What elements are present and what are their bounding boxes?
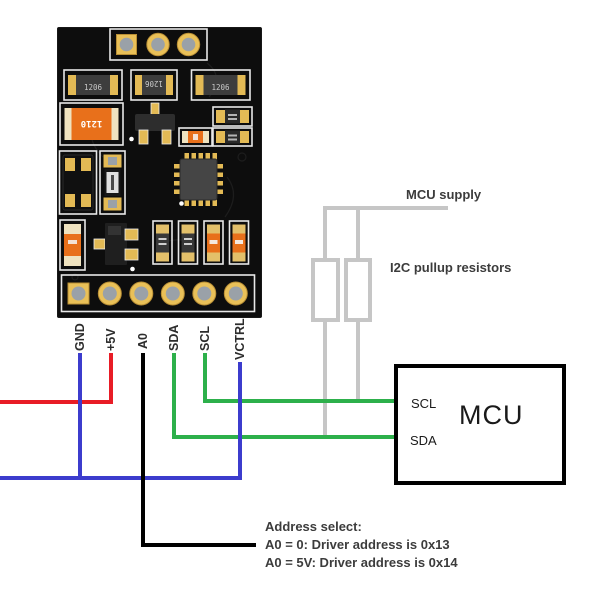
pullup-resistor-scl bbox=[344, 258, 372, 322]
mcu-title: MCU bbox=[459, 400, 524, 430]
bottom-left-resistor bbox=[59, 219, 86, 271]
driver-ic-qfn bbox=[174, 153, 223, 206]
capacitor-1206-middle: 1206 bbox=[130, 69, 178, 101]
address-select-line2: A0 = 5V: Driver address is 0x14 bbox=[265, 555, 458, 570]
wire-a0-vertical bbox=[141, 353, 145, 547]
bottom-header-pad-4 bbox=[160, 281, 185, 306]
pullup-resistor-sda bbox=[311, 258, 340, 322]
mcu-pin-scl: SCL bbox=[411, 396, 437, 411]
small-fuse-orange bbox=[178, 127, 213, 147]
capacitor-1206-right: 1206 bbox=[190, 69, 251, 101]
bottom-header-pad-6 bbox=[223, 281, 248, 306]
wire-vctrl-vertical bbox=[238, 362, 242, 480]
address-select-line1: A0 = 0: Driver address is 0x13 bbox=[265, 537, 450, 552]
bottom-resistor-1 bbox=[152, 220, 173, 265]
pin-label-gnd: GND bbox=[73, 323, 87, 351]
bottom-header-pad-1 bbox=[67, 282, 90, 305]
smd-code: 1206 bbox=[144, 79, 163, 88]
wire-gnd-horizontal bbox=[0, 476, 242, 480]
pin-label-a0: A0 bbox=[136, 333, 150, 349]
address-select-title: Address select: bbox=[265, 519, 362, 534]
wire-5v-horizontal bbox=[0, 400, 113, 404]
pullup-sda-wire bbox=[323, 206, 327, 439]
small-resistor-bottom bbox=[212, 127, 253, 147]
pcb-module: 1206 1206 1206 1210 bbox=[57, 27, 262, 318]
pin1-dot bbox=[130, 266, 135, 272]
pin1-dot bbox=[179, 201, 184, 206]
bottom-header-pad-5 bbox=[192, 281, 217, 306]
bottom-header bbox=[60, 274, 256, 313]
pin-label-5v: +5V bbox=[104, 328, 118, 351]
mcu-supply-note: MCU supply bbox=[406, 187, 482, 202]
top-header bbox=[109, 28, 208, 61]
capacitor-1210: 1210 bbox=[59, 102, 124, 146]
pin-label-vctrl: VCTRL bbox=[233, 318, 247, 360]
bottom-header-pad-3 bbox=[129, 281, 154, 306]
wire-5v-vertical bbox=[109, 353, 113, 404]
wire-a0-horizontal bbox=[141, 543, 256, 547]
top-header-pad-1 bbox=[116, 34, 137, 55]
smd-code: 1206 bbox=[84, 83, 103, 92]
address-select-note: Address select: A0 = 0: Driver address i… bbox=[265, 518, 458, 572]
wire-sda-vertical bbox=[172, 353, 176, 439]
wire-scl-vertical bbox=[203, 353, 207, 403]
pin-label-scl: SCL bbox=[198, 326, 212, 351]
sot89-regulator bbox=[93, 223, 139, 272]
bottom-resistor-4 bbox=[228, 220, 250, 265]
capacitor-1206-left: 1206 bbox=[63, 69, 123, 101]
crystal bbox=[58, 150, 98, 215]
bottom-resistor-3 bbox=[203, 220, 224, 265]
sot23-transistor bbox=[129, 102, 175, 145]
pin1-dot bbox=[129, 136, 134, 142]
pin-label-sda: SDA bbox=[167, 324, 181, 351]
wire-scl-horizontal bbox=[203, 399, 396, 403]
smd-code: 1210 bbox=[81, 118, 103, 128]
mcu-supply-rail bbox=[323, 206, 448, 210]
mcu-pin-sda: SDA bbox=[410, 433, 437, 448]
i2c-pullup-note: I2C pullup resistors bbox=[390, 260, 512, 275]
bottom-header-pad-2 bbox=[97, 281, 122, 306]
top-header-pad-2 bbox=[146, 32, 170, 57]
wire-sda-horizontal bbox=[172, 435, 396, 439]
smd-code: 1206 bbox=[211, 83, 230, 92]
bottom-resistor-2 bbox=[177, 220, 199, 265]
top-header-pad-3 bbox=[176, 32, 201, 57]
small-resistor-top bbox=[212, 106, 253, 127]
mcu-block: SCL SDA MCU bbox=[394, 364, 566, 485]
wire-gnd-vertical bbox=[78, 353, 82, 480]
vertical-inductor bbox=[99, 150, 126, 215]
